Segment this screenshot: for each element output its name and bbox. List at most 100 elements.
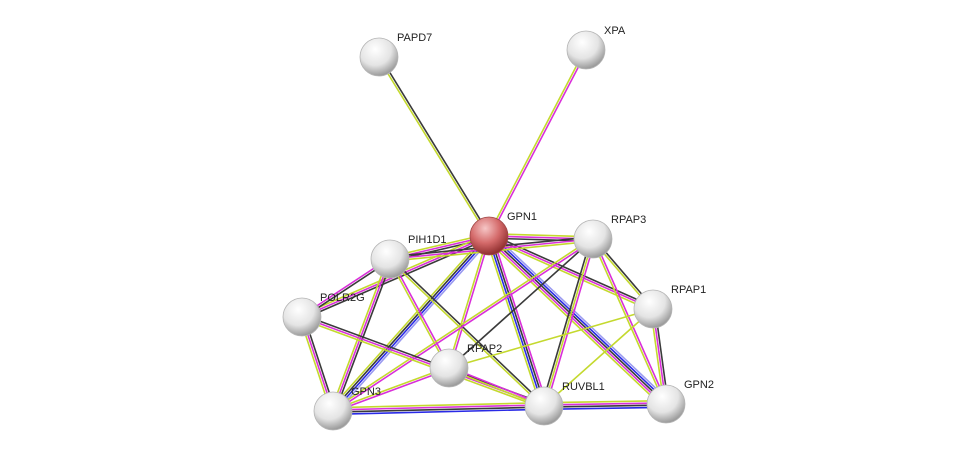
- edge-RUVBL1-GPN3[interactable]: [332, 401, 545, 416]
- edge-GPN1-RPAP2[interactable]: [447, 235, 491, 369]
- node-label: RUVBL1: [562, 381, 605, 393]
- edge-evidence-line: [333, 406, 545, 413]
- node-sphere[interactable]: [313, 391, 353, 431]
- edge-evidence-line: [329, 233, 488, 410]
- node-label: XPA: [604, 25, 626, 37]
- node-papd7[interactable]: PAPD7: [359, 32, 432, 77]
- edge-GPN1-RUVBL1[interactable]: [485, 234, 548, 408]
- edge-RPAP3-RPAP2[interactable]: [448, 238, 594, 369]
- node-rpap1[interactable]: RPAP1: [633, 284, 706, 329]
- edge-evidence-line: [390, 257, 546, 406]
- edge-evidence-line: [489, 50, 588, 237]
- edge-evidence-line: [390, 258, 451, 368]
- node-label: RPAP3: [611, 214, 646, 226]
- edge-evidence-line: [377, 57, 489, 237]
- edge-evidence-line: [485, 236, 542, 408]
- edge-RPAP2-GPN3[interactable]: [332, 366, 450, 413]
- edge-evidence-line: [544, 406, 667, 411]
- edge-RUVBL1-RPAP1[interactable]: [543, 308, 654, 407]
- edge-RPAP3-GPN3[interactable]: [331, 237, 595, 413]
- node-sphere[interactable]: [633, 289, 673, 329]
- edge-evidence-line: [333, 236, 491, 413]
- node-polr2g[interactable]: POLR2G: [282, 292, 365, 337]
- edge-evidence-line: [545, 239, 596, 407]
- edge-evidence-line: [489, 233, 669, 403]
- node-label: GPN1: [507, 211, 537, 223]
- edge-evidence-line: [332, 258, 391, 412]
- edge-evidence-line: [543, 308, 654, 407]
- edge-PAPD7-GPN1[interactable]: [377, 56, 491, 237]
- edge-evidence-line: [334, 237, 493, 414]
- edge-GPN1-GPN2[interactable]: [485, 232, 670, 408]
- edge-evidence-line: [485, 238, 664, 408]
- edge-RPAP3-RUVBL1[interactable]: [541, 238, 596, 407]
- node-sphere[interactable]: [359, 37, 399, 77]
- node-label: PIH1D1: [408, 234, 447, 246]
- node-label: POLR2G: [320, 292, 365, 304]
- node-sphere[interactable]: [566, 30, 606, 70]
- node-sphere[interactable]: [469, 216, 509, 256]
- node-sphere[interactable]: [282, 297, 322, 337]
- edge-evidence-line: [491, 232, 670, 402]
- node-label: GPN3: [351, 386, 381, 398]
- edge-evidence-line: [331, 237, 593, 411]
- edge-evidence-line: [332, 404, 544, 411]
- node-rpap3[interactable]: RPAP3: [573, 214, 646, 259]
- node-gpn1[interactable]: GPN1: [469, 211, 537, 256]
- edge-evidence-line: [449, 236, 491, 369]
- edge-evidence-line: [333, 368, 450, 413]
- edge-PIH1D1-RPAP2[interactable]: [388, 258, 451, 369]
- node-label: RPAP2: [467, 343, 502, 355]
- edge-evidence-line: [543, 402, 666, 406]
- edge-evidence-line: [543, 238, 594, 407]
- edge-PIH1D1-GPN3[interactable]: [330, 257, 393, 413]
- edge-evidence-line: [489, 235, 546, 406]
- node-sphere[interactable]: [370, 239, 410, 279]
- edge-evidence-line: [379, 56, 491, 236]
- edge-evidence-line: [448, 308, 654, 369]
- edge-evidence-line: [487, 237, 653, 312]
- edge-evidence-line: [487, 49, 586, 236]
- edge-evidence-line: [388, 259, 449, 369]
- node-gpn3[interactable]: GPN3: [313, 386, 381, 431]
- edge-XPA-GPN1[interactable]: [487, 49, 588, 237]
- edge-evidence-line: [543, 399, 666, 404]
- edge-evidence-line: [486, 237, 666, 407]
- edge-RUVBL1-GPN2[interactable]: [543, 399, 667, 411]
- edge-evidence-line: [491, 234, 548, 406]
- edge-evidence-line: [300, 318, 544, 409]
- edge-evidence-line: [488, 235, 667, 405]
- node-pih1d1[interactable]: PIH1D1: [370, 234, 447, 279]
- edge-evidence-line: [388, 259, 544, 408]
- edge-RPAP3-GPN2[interactable]: [591, 238, 668, 405]
- node-ruvbl1[interactable]: RUVBL1: [524, 381, 605, 426]
- node-label: PAPD7: [397, 32, 432, 44]
- node-xpa[interactable]: XPA: [566, 25, 626, 70]
- node-label: GPN2: [684, 379, 714, 391]
- node-sphere[interactable]: [573, 219, 613, 259]
- edge-evidence-line: [332, 401, 544, 409]
- edge-evidence-line: [544, 404, 667, 408]
- edge-evidence-line: [591, 239, 666, 405]
- edge-evidence-line: [447, 235, 489, 368]
- edge-evidence-line: [333, 408, 545, 416]
- node-sphere[interactable]: [646, 384, 686, 424]
- edge-evidence-line: [541, 238, 592, 406]
- node-sphere[interactable]: [429, 348, 469, 388]
- edge-PIH1D1-RUVBL1[interactable]: [388, 257, 546, 408]
- edge-RPAP2-RPAP1[interactable]: [448, 308, 654, 369]
- edge-evidence-line: [334, 259, 393, 413]
- edge-evidence-line: [333, 239, 595, 413]
- edge-evidence-line: [330, 257, 389, 411]
- node-rpap2[interactable]: RPAP2: [429, 343, 502, 388]
- edge-evidence-line: [487, 236, 544, 407]
- edge-GPN1-GPN3[interactable]: [329, 233, 493, 414]
- node-gpn2[interactable]: GPN2: [646, 379, 714, 424]
- node-sphere[interactable]: [524, 386, 564, 426]
- edge-evidence-line: [331, 234, 489, 411]
- edge-evidence-line: [448, 238, 594, 369]
- edge-evidence-line: [593, 238, 668, 404]
- node-label: RPAP1: [671, 284, 706, 296]
